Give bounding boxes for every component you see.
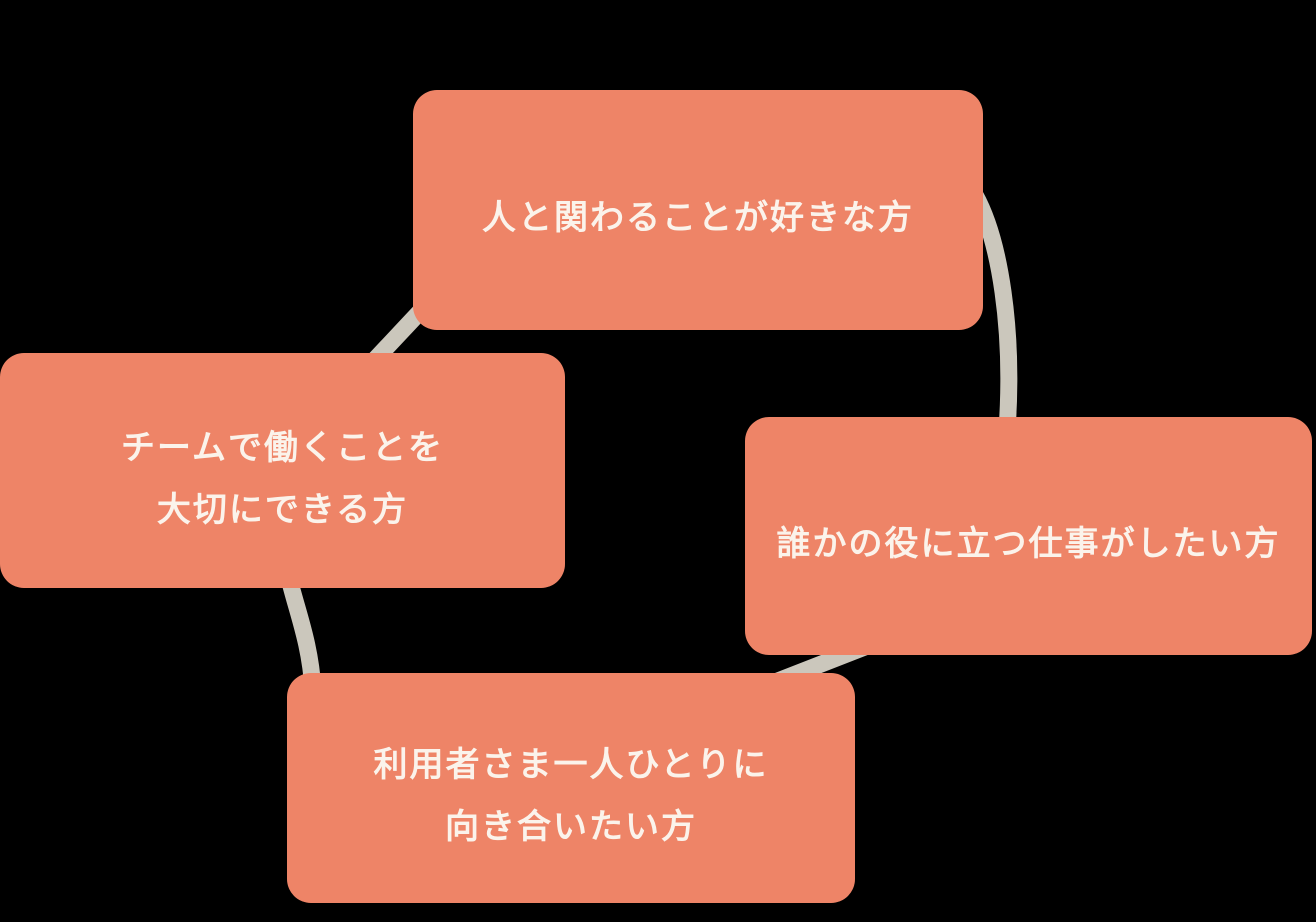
node-label-line: 人と関わることが好きな方 (482, 198, 914, 238)
node-bottom: 利用者さま一人ひとりに 向き合いたい方 (287, 673, 855, 903)
node-right-label: 誰かの役に立つ仕事がしたい方 (777, 513, 1281, 575)
node-label-line: 利用者さま一人ひとりに (373, 745, 769, 785)
node-label-line: 向き合いたい方 (444, 807, 697, 847)
node-left: チームで働くことを 大切にできる方 (0, 353, 565, 588)
ring-arc-right (967, 190, 1018, 431)
node-label-line: 大切にできる方 (156, 489, 409, 530)
node-bottom-label: 利用者さま一人ひとりに 向き合いたい方 (374, 734, 769, 858)
ring-arc-bottom-left (278, 568, 322, 691)
node-label-line: 誰かの役に立つ仕事がしたい方 (776, 524, 1281, 564)
node-label-line: チームで働くことを (121, 427, 444, 468)
node-left-label: チームで働くことを 大切にできる方 (121, 417, 444, 541)
node-top: 人と関わることが好きな方 (413, 90, 983, 330)
node-top-label: 人と関わることが好きな方 (482, 187, 914, 249)
node-right: 誰かの役に立つ仕事がしたい方 (745, 417, 1312, 655)
